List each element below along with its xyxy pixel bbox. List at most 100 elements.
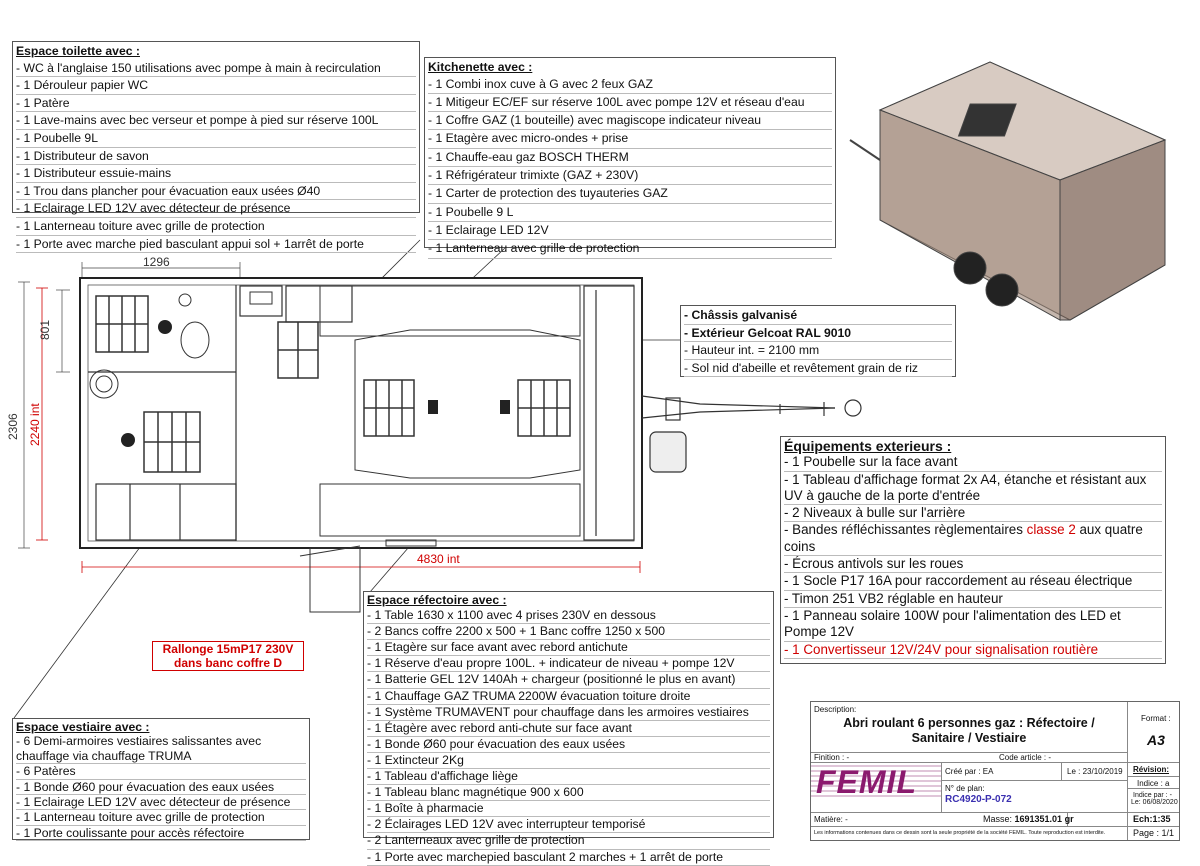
refectory-item: - 1 Réserve d'eau propre 100L. + indicat… [367,656,770,673]
vestiaire-item: - 1 Porte coulissante pour accès réfecto… [16,826,306,842]
kitchenette-item: - 1 Combi inox cuve à G avec 2 feux GAZ [428,76,832,94]
toilet-item: - 1 Distributeur essuie-mains [16,165,416,183]
matiere-label: Matière: - [814,815,848,824]
vestiaire-item: - 1 Eclairage LED 12V avec détecteur de … [16,795,306,811]
plan-number-label: N° de plan: [945,784,985,793]
toilet-area-box: Espace toilette avec : - WC à l'anglaise… [12,41,420,254]
chassis-item: - Hauteur int. = 2100 mm [684,342,952,360]
toilet-title: Espace toilette avec : [16,44,140,58]
dimension-height-801: 801 [38,319,52,340]
refectory-title: Espace réfectoire avec : [367,593,507,607]
refectory-item: - 1 Porte avec marchepied basculant 2 ma… [367,850,770,866]
scale-label: Ech:1:35 [1133,814,1171,824]
created-by-label: Créé par : EA [945,767,994,776]
exterior-item: - 1 Poubelle sur la face avant [784,454,1162,472]
refectory-item: - 1 Tableau blanc magnétique 900 x 600 [367,785,770,802]
exterior-item: - Écrous antivols sur les roues [784,556,1162,574]
kitchenette-box: Kitchenette avec : - 1 Combi inox cuve à… [424,57,836,259]
refectory-box: Espace réfectoire avec : - 1 Table 1630 … [363,591,774,866]
masse-value: 1691351.01 gr [1014,814,1074,824]
created-date-label: Le : 23/10/2019 [1067,767,1123,776]
exterior-item: - 1 Panneau solaire 100W pour l'alimenta… [784,608,1162,642]
exterior-item: - Timon 251 VB2 réglable en hauteur [784,591,1162,608]
kitchenette-item: - 1 Poubelle 9 L [428,204,832,222]
exterior-item: - 2 Niveaux à bulle sur l'arrière [784,505,1162,523]
kitchenette-item: - 1 Coffre GAZ (1 bouteille) avec magisc… [428,112,832,131]
refectory-item: - 1 Boîte à pharmacie [367,801,770,818]
refectory-item: - 1 Etagère sur face avant avec rebord a… [367,640,770,657]
vestiaire-box: Espace vestiaire avec : - 6 Demi-armoire… [12,718,310,842]
toilet-item: - 1 Poubelle 9L [16,130,416,148]
vestiaire-item: - 1 Bonde Ø60 pour évacuation des eaux u… [16,780,306,796]
kitchenette-item: - 1 Etagère avec micro-ondes + prise [428,130,832,149]
masse-label: Masse: [983,814,1015,824]
exterior-item-bandes: - Bandes réfléchissantes règlementaires … [784,522,1162,557]
code-article-label: Code article : - [999,753,1052,762]
bandes-text-end: aux quatre coins [784,522,1143,554]
vestiaire-title: Espace vestiaire avec : [16,720,150,734]
description-label: Description: [814,705,857,714]
kitchenette-item: - 1 Lanterneau avec grille de protection [428,240,832,259]
toilet-item: - 1 Distributeur de savon [16,148,416,166]
refectory-item: - 1 Table 1630 x 1100 avec 4 prises 230V… [367,608,770,625]
plan-number-value: RC4920-P-072 [945,794,1012,805]
dimension-height-2240-int: 2240 int [28,403,42,446]
bandes-class: classe 2 [1026,522,1076,538]
format-value: A3 [1147,732,1165,748]
chassis-item: - Châssis galvanisé [684,307,952,325]
logo-background [811,764,941,800]
kitchenette-item: - 1 Chauffe-eau gaz BOSCH THERM [428,149,832,168]
refectory-item: - 1 Tableau d'affichage liège [367,769,770,786]
toilet-item: - 1 Eclairage LED 12V avec détecteur de … [16,200,416,218]
dimension-length-4830-int: 4830 int [417,552,460,566]
vestiaire-item: - 1 Lanterneau toiture avec grille de pr… [16,810,306,826]
refectory-item: - 1 Extincteur 2Kg [367,753,770,770]
toilet-item: - 1 Dérouleur papier WC [16,77,416,95]
page-label: Page : 1/1 [1133,828,1175,838]
exterior-item: - 1 Tableau d'affichage format 2x A4, ét… [784,472,1162,506]
kitchenette-item: - 1 Carter de protection des tuyauteries… [428,185,832,204]
extension-cable-line1: Rallonge 15mP17 230V [162,642,294,656]
chassis-box: - Châssis galvanisé - Extérieur Gelcoat … [680,305,956,378]
format-label: Format : [1141,714,1171,723]
refectory-item: - 2 Lanterneaux avec grille de protectio… [367,833,770,850]
exterior-equipment-box: Équipements exterieurs : - 1 Poubelle su… [780,436,1166,664]
exterior-title: Équipements exterieurs : [784,438,952,454]
kitchenette-title: Kitchenette avec : [428,60,533,74]
revision-label: Révision: [1133,765,1170,774]
copyright-notice: Les informations contenues dans ce dessi… [814,830,1106,836]
bandes-text: - Bandes réfléchissantes règlementaires [784,522,1027,538]
refectory-item: - 1 Bonde Ø60 pour évacuation des eaux u… [367,737,770,753]
toilet-item: - 1 Trou dans plancher pour évacuation e… [16,183,416,201]
title-block: Description: Abri roulant 6 personnes ga… [810,701,1180,841]
toilet-item: - 1 Patère [16,95,416,113]
vestiaire-item: - 6 Patères [16,764,306,780]
kitchenette-item: - 1 Eclairage LED 12V [428,222,832,241]
toilet-item: - WC à l'anglaise 150 utilisations avec … [16,60,416,78]
refectory-item: - 1 Chauffage GAZ TRUMA 2200W évacuation… [367,689,770,705]
indice-par-label: Indice par : - [1133,792,1172,799]
finition-label: Finition : - [814,753,850,762]
refectory-item: - 1 Étagère avec rebord anti-chute sur f… [367,721,770,737]
exterior-item-converter: - 1 Convertisseur 12V/24V pour signalisa… [784,642,1162,659]
toilet-item: - 1 Lanterneau toiture avec grille de pr… [16,218,416,236]
vestiaire-item: - 6 Demi-armoires vestiaires salissantes… [16,734,306,765]
floor-plan-drawing [13,61,1167,719]
toilet-item: - 1 Lave-mains avec bec verseur et pompe… [16,112,416,130]
toilet-item: - 1 Porte avec marche pied basculant app… [16,236,416,254]
exterior-item: - 1 Socle P17 16A pour raccordement au r… [784,573,1162,591]
kitchenette-item: - 1 Réfrigérateur trimixte (GAZ + 230V) [428,167,832,186]
masse-field: Masse: 1691351.01 gr [983,814,1074,824]
chassis-item: - Sol nid d'abeille et revêtement grain … [684,360,952,378]
refectory-item: - 1 Batterie GEL 12V 140Ah + chargeur (p… [367,672,770,689]
extension-cable-note: Rallonge 15mP17 230V dans banc coffre D [152,641,304,671]
dimension-width-toilet: 1296 [143,255,170,269]
chassis-item: - Extérieur Gelcoat RAL 9010 [684,325,952,343]
extension-cable-line2: dans banc coffre D [173,655,283,670]
dimension-height-2306: 2306 [6,413,20,440]
refectory-item: - 1 Système TRUMAVENT pour chauffage dan… [367,705,770,721]
description-line2: Sanitaire / Vestiaire [911,731,1027,745]
refectory-item: - 2 Bancs coffre 2200 x 500 + 1 Banc cof… [367,624,770,641]
indice-date-label: Le: 06/08/2020 [1131,799,1178,806]
refectory-item: - 2 Éclairages LED 12V avec interrupteur… [367,817,770,834]
